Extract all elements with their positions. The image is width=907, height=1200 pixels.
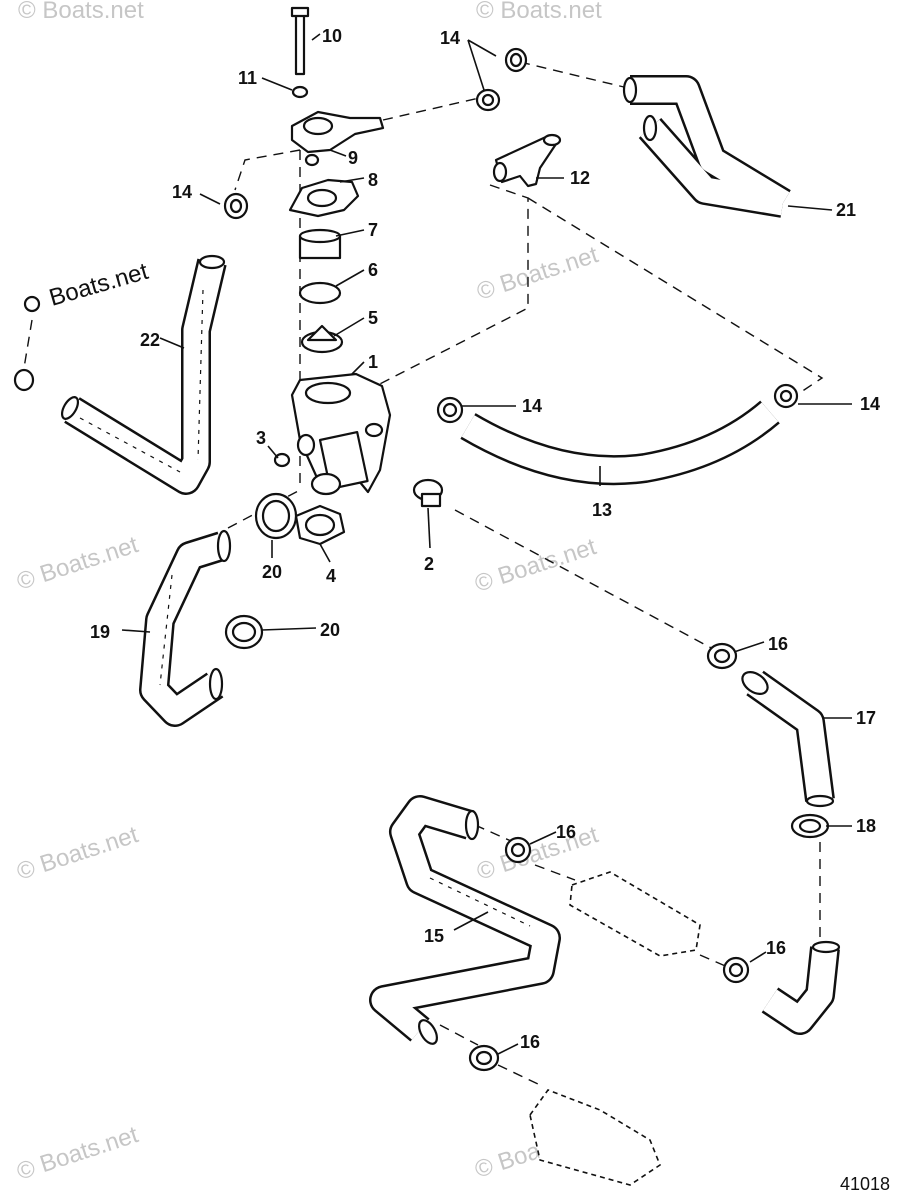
clamp-14 xyxy=(773,383,799,409)
hose-19 xyxy=(139,529,232,727)
watermark: © Boats.net xyxy=(14,531,142,596)
figure-number: 41018 xyxy=(840,1174,890,1194)
housing-cover-9 xyxy=(290,110,385,167)
ghosted-components xyxy=(529,871,701,1186)
callout-12: 12 xyxy=(570,168,590,188)
callout-4: 4 xyxy=(326,566,336,586)
callout-22: 22 xyxy=(140,330,160,350)
hose-13 xyxy=(460,400,780,486)
clamp-14 xyxy=(475,88,501,112)
gasket-8 xyxy=(288,178,360,218)
hose-22 xyxy=(60,254,227,495)
callout-6: 6 xyxy=(368,260,378,280)
sleeve-7 xyxy=(298,228,342,260)
bolt-10 xyxy=(290,6,310,76)
hose-21 xyxy=(622,75,791,218)
callout-9: 9 xyxy=(348,148,358,168)
watermark: © Boats.net xyxy=(14,1121,142,1186)
clamp-16 xyxy=(706,642,738,670)
tee-fitting-12 xyxy=(492,133,562,188)
plug-3 xyxy=(273,452,291,468)
callout-14: 14 xyxy=(860,394,880,414)
watermark: © Boats.net xyxy=(18,0,144,24)
callout-15: 15 xyxy=(424,926,444,946)
clamps xyxy=(13,47,830,1072)
leader-lines xyxy=(121,33,852,1055)
callout-14: 14 xyxy=(522,396,542,416)
callout-10: 10 xyxy=(322,26,342,46)
callout-3: 3 xyxy=(256,428,266,448)
clamp-16 xyxy=(468,1044,500,1072)
clamp xyxy=(13,295,41,392)
washer-11 xyxy=(291,85,309,99)
hose-17 xyxy=(741,670,835,808)
callout-20: 20 xyxy=(262,562,282,582)
seal-6 xyxy=(298,281,342,305)
hose-15 xyxy=(369,795,561,1045)
clamp-20 xyxy=(224,614,264,650)
callout-16: 16 xyxy=(766,938,786,958)
callout-11: 11 xyxy=(238,68,257,88)
clamp-20 xyxy=(254,492,298,540)
thermostat-5 xyxy=(300,324,344,354)
watermark: © Boats.net xyxy=(476,0,602,24)
clamp-14 xyxy=(436,396,464,424)
watermark: © Boats.net xyxy=(14,821,142,886)
fitting-2 xyxy=(412,478,444,508)
thermostat-housing-1 xyxy=(290,372,392,496)
callout-8: 8 xyxy=(368,170,378,190)
watermark: © Boats.net xyxy=(472,533,600,598)
callout-20: 20 xyxy=(320,620,340,640)
callout-7: 7 xyxy=(368,220,378,240)
callout-14: 14 xyxy=(172,182,192,202)
clamp-14 xyxy=(504,47,528,73)
ghost-cooler xyxy=(569,871,701,957)
clamp-16 xyxy=(722,956,750,984)
clamp-16 xyxy=(504,836,532,864)
thermostat-stack xyxy=(273,6,444,546)
clamp-14 xyxy=(223,192,249,220)
hoses xyxy=(60,75,841,1045)
clamp-18 xyxy=(790,813,830,839)
callout-14: 14 xyxy=(440,28,460,48)
callout-16: 16 xyxy=(520,1032,540,1052)
ghost-pump xyxy=(529,1089,661,1186)
gasket-4 xyxy=(294,504,346,546)
callout-21: 21 xyxy=(836,200,856,220)
callout-2: 2 xyxy=(424,554,434,574)
callout-13: 13 xyxy=(592,500,612,520)
assembly-lines xyxy=(23,61,824,1086)
watermark: © Boats.net xyxy=(474,821,602,886)
callout-17: 17 xyxy=(856,708,876,728)
watermark: Boats.net xyxy=(46,258,151,312)
callout-1: 1 xyxy=(368,352,378,372)
callout-19: 19 xyxy=(90,622,110,642)
callout-16: 16 xyxy=(556,822,576,842)
callout-5: 5 xyxy=(368,308,378,328)
callouts: 10 11 9 8 7 6 5 1 3 2 4 20 20 19 14 14 2… xyxy=(90,26,880,1052)
callout-16: 16 xyxy=(768,634,788,654)
hose-lower-elbow xyxy=(761,940,841,1035)
callout-18: 18 xyxy=(856,816,876,836)
watermark: © Boats.net xyxy=(474,241,602,306)
